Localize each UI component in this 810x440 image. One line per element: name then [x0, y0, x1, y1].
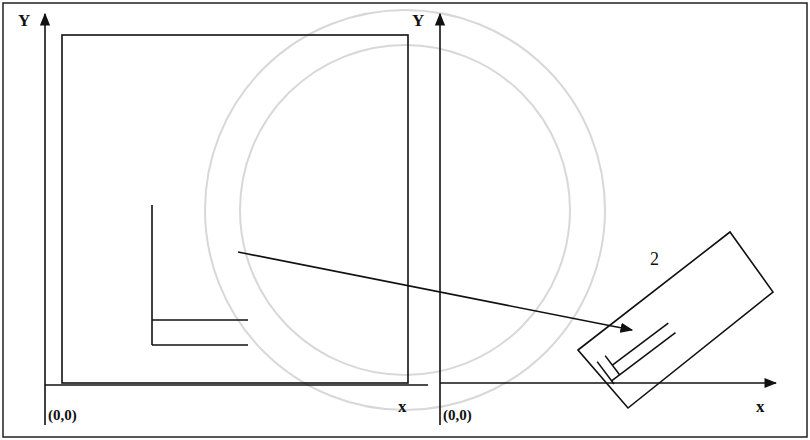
origin-label: (0,0) [48, 408, 77, 423]
rotated-l-shape [597, 313, 678, 384]
y-axis [44, 14, 46, 425]
frame [3, 3, 807, 437]
axis-label: x [756, 398, 765, 415]
l-shape [152, 205, 248, 345]
axis-label: Y [18, 12, 30, 29]
callout-number: 2 [650, 250, 659, 268]
axis-label: x [398, 398, 407, 415]
origin-label: (0,0) [443, 408, 472, 423]
watermark [205, 10, 605, 410]
axis-label: Y [412, 12, 424, 29]
x-axis [45, 384, 428, 386]
y-axis [439, 14, 441, 425]
mapping-arrow [238, 252, 632, 330]
x-axis [440, 382, 776, 384]
rotated-rect [578, 232, 773, 408]
page-rect [62, 35, 408, 383]
